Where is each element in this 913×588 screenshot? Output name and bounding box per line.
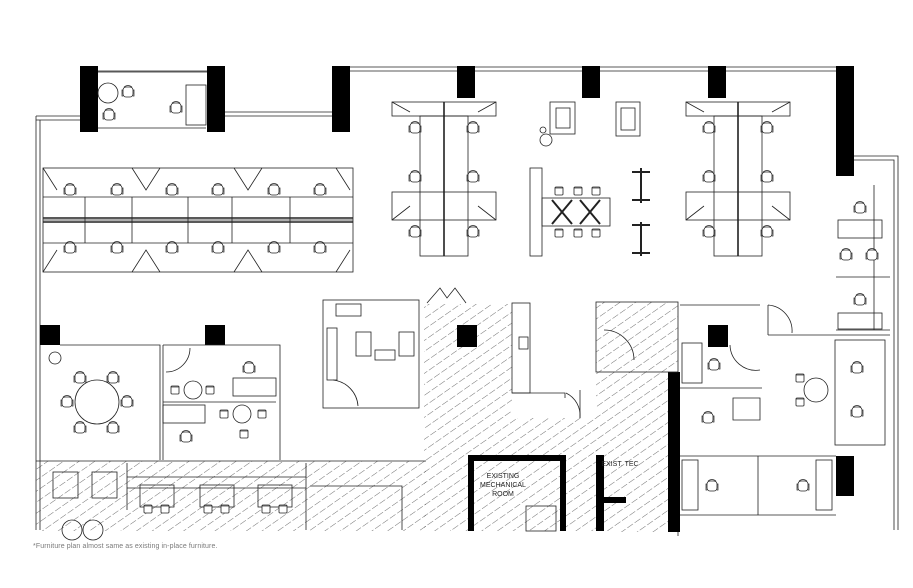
break-room xyxy=(426,287,581,419)
footnote: *Furniture plan almost same as existing … xyxy=(33,543,218,550)
bottom-left-existing-furniture xyxy=(36,460,426,541)
mechanical-room-label-line3: ROOM xyxy=(492,491,514,498)
mechanical-room-label-line2: MECHANICAL xyxy=(480,482,526,489)
open-workstations-center xyxy=(391,101,497,257)
mechanical-room-label-line1: EXISTING xyxy=(486,473,520,480)
core-rooms xyxy=(525,301,679,532)
team-table xyxy=(529,167,650,257)
existing-hatched-areas xyxy=(36,302,678,532)
conference-room xyxy=(48,344,161,460)
shared-office xyxy=(162,344,281,460)
corner-office xyxy=(680,304,890,446)
open-workstations-right xyxy=(685,101,791,257)
right-offices xyxy=(836,185,890,331)
structural-columns xyxy=(40,66,854,532)
small-meeting-room xyxy=(322,299,420,409)
tech-room-label: EXIST. TEC xyxy=(601,461,639,468)
private-office-top-left xyxy=(97,82,207,129)
open-workstations-left xyxy=(42,167,354,273)
lounge xyxy=(539,101,641,147)
mechanical-room-label: EXISTING MECHANICAL ROOM xyxy=(478,472,528,499)
bottom-offices xyxy=(680,455,836,516)
